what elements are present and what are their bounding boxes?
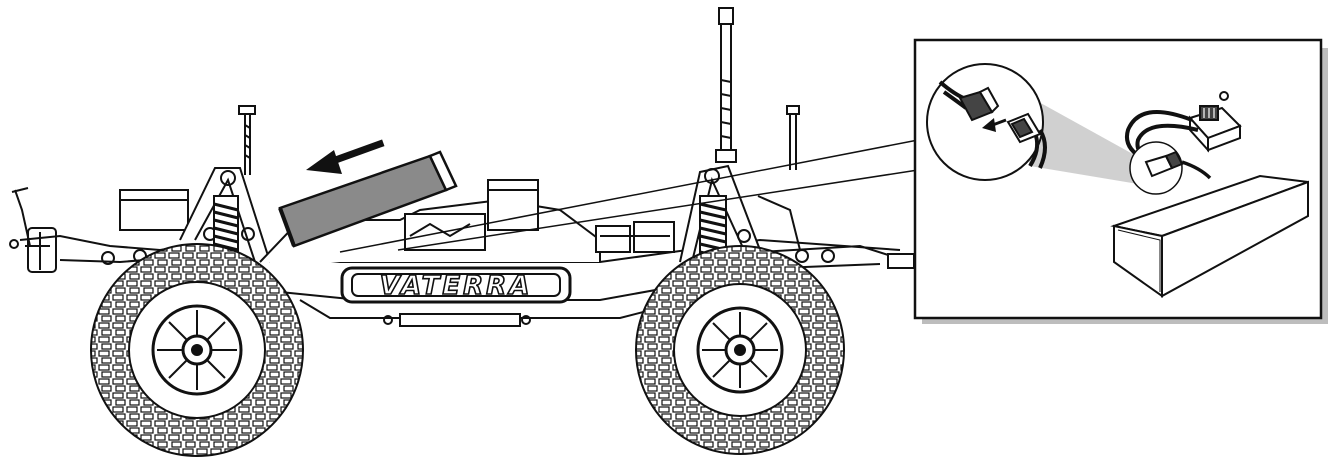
battery-lead-connector — [1129, 141, 1212, 195]
rc-crawler-chassis: VATERRA — [9, 7, 915, 327]
inset-battery-pack — [1110, 174, 1309, 298]
arrow-left-icon-plug — [982, 118, 1007, 132]
arrow-left-icon — [306, 139, 385, 174]
esc-connector-plug — [958, 86, 1000, 122]
rear-wheel — [635, 245, 845, 455]
front-wheel — [90, 243, 304, 457]
servo-box — [119, 189, 189, 231]
brand-logo: VATERRA — [380, 271, 533, 301]
inset-detail-panel — [913, 38, 1328, 324]
magnifier-bubble — [926, 63, 1047, 181]
esc-unit — [1188, 91, 1242, 153]
antenna-tube — [715, 7, 737, 163]
battery-connector-plug — [1006, 112, 1042, 144]
callout-lines — [339, 139, 919, 253]
battery-pack — [278, 150, 458, 248]
magnifier-cone — [1010, 86, 1150, 186]
